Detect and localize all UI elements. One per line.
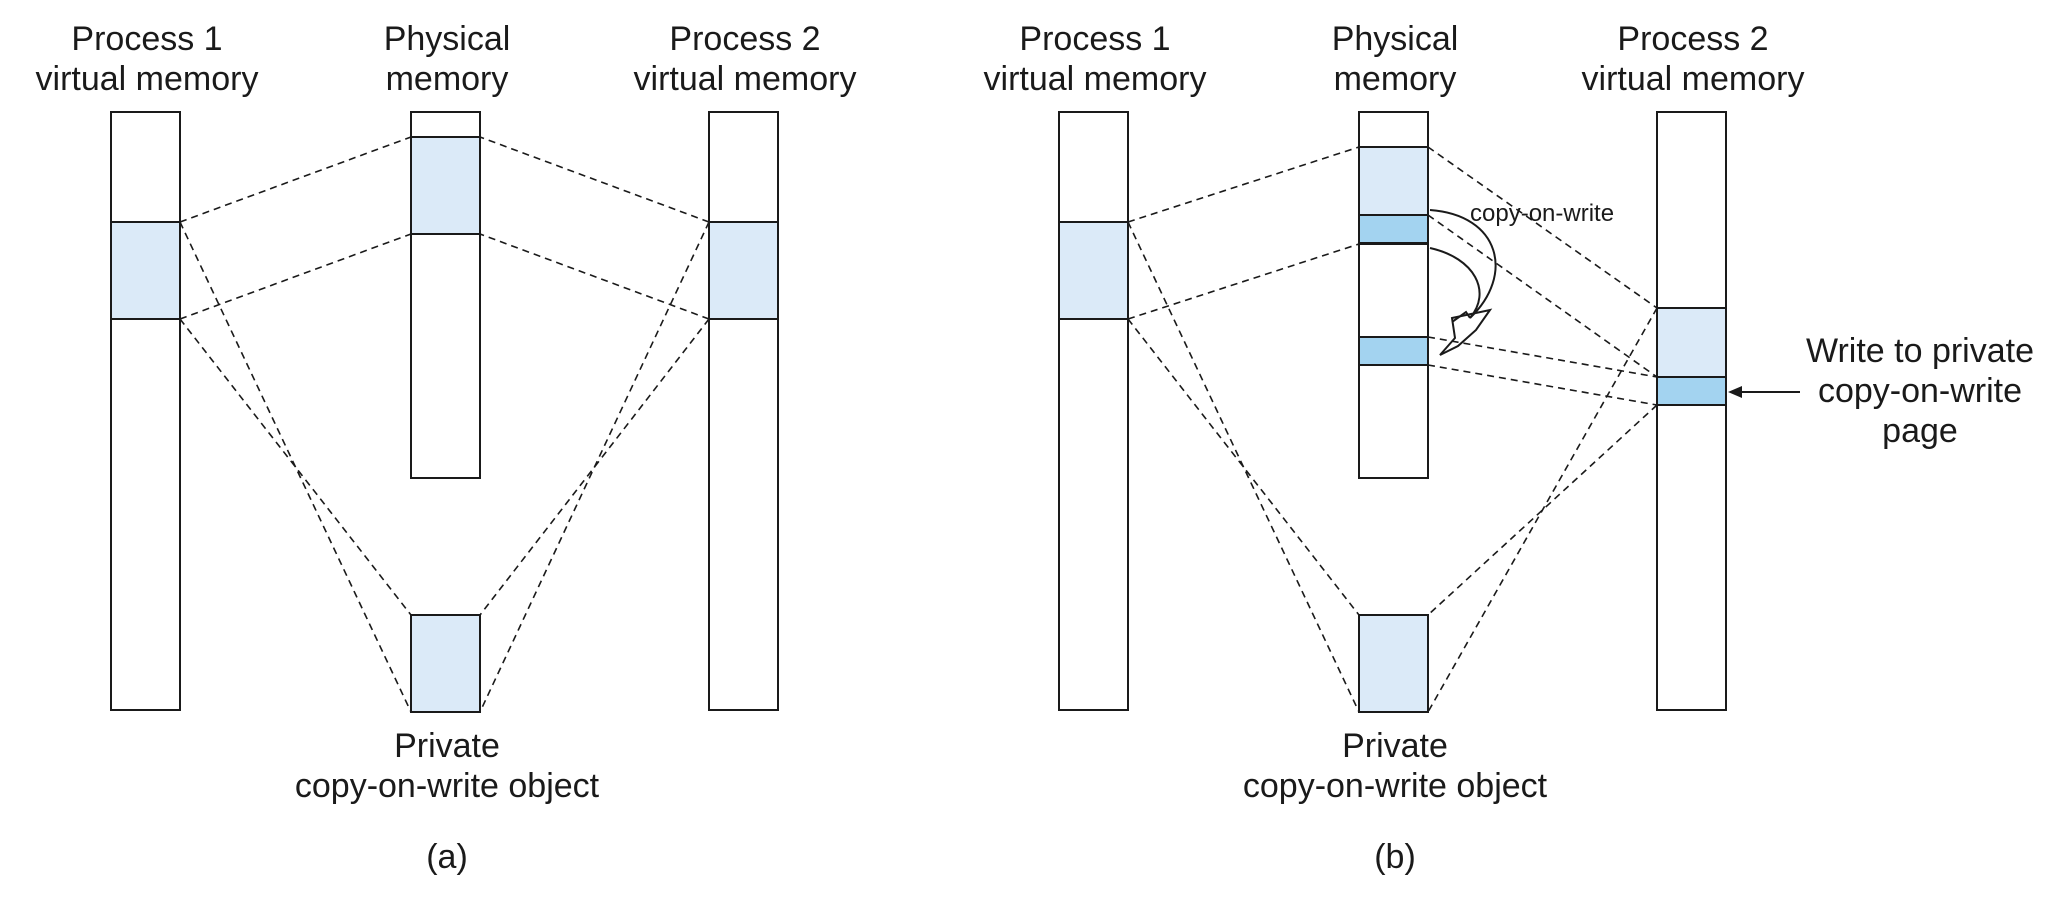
a-process2-column bbox=[708, 111, 779, 711]
b-process1-shared-area bbox=[1058, 221, 1129, 320]
b-physical-original-page bbox=[1358, 214, 1429, 244]
panel-b: Process 1 virtual memory Physical memory… bbox=[984, 20, 2034, 876]
b-process2-label-line2: virtual memory bbox=[1582, 60, 1805, 98]
a-process1-shared-area bbox=[110, 221, 181, 320]
a-process1-label-line1: Process 1 bbox=[71, 20, 222, 58]
b-process2-column bbox=[1656, 111, 1727, 711]
b-cow-label: copy-on-write bbox=[1470, 200, 1614, 227]
a-physical-shared-area bbox=[410, 136, 481, 235]
a-object-label-line2: copy-on-write object bbox=[295, 767, 600, 805]
a-process2-shared-area bbox=[708, 221, 779, 320]
b-cow-object-block bbox=[1358, 614, 1429, 713]
b-process1-label-line2: virtual memory bbox=[984, 60, 1207, 98]
b-caption: (b) bbox=[1374, 838, 1416, 876]
b-physical-copied-page bbox=[1358, 336, 1429, 366]
panel-a: Process 1 virtual memory Physical memory… bbox=[36, 20, 857, 876]
b-write-label-line3: page bbox=[1882, 412, 1958, 450]
a-process2-label-line1: Process 2 bbox=[669, 20, 820, 58]
b-write-arrow-head bbox=[1728, 386, 1742, 398]
a-process2-label-line2: virtual memory bbox=[634, 60, 857, 98]
a-mapping-lines bbox=[179, 136, 710, 713]
b-process2-label-line1: Process 2 bbox=[1617, 20, 1768, 58]
a-object-label-line1: Private bbox=[394, 727, 500, 765]
b-physical-label-line1: Physical bbox=[1332, 20, 1459, 58]
a-cow-object-block bbox=[410, 614, 481, 713]
b-process1-label-line1: Process 1 bbox=[1019, 20, 1170, 58]
a-physical-label-line1: Physical bbox=[384, 20, 511, 58]
a-physical-label-line2: memory bbox=[386, 60, 509, 98]
b-process2-written-page bbox=[1656, 376, 1727, 406]
b-process1-column bbox=[1058, 111, 1129, 711]
b-object-label-line2: copy-on-write object bbox=[1243, 767, 1548, 805]
b-write-label-line1: Write to private bbox=[1806, 332, 2034, 370]
a-process1-column bbox=[110, 111, 181, 711]
b-object-label-line1: Private bbox=[1342, 727, 1448, 765]
a-process1-label-line2: virtual memory bbox=[36, 60, 259, 98]
b-mapping-lines bbox=[1127, 146, 1658, 713]
a-caption: (a) bbox=[426, 838, 468, 876]
b-write-label-line2: copy-on-write bbox=[1818, 372, 2022, 410]
b-copy-arrow bbox=[1429, 209, 1497, 356]
b-physical-label-line2: memory bbox=[1334, 60, 1457, 98]
